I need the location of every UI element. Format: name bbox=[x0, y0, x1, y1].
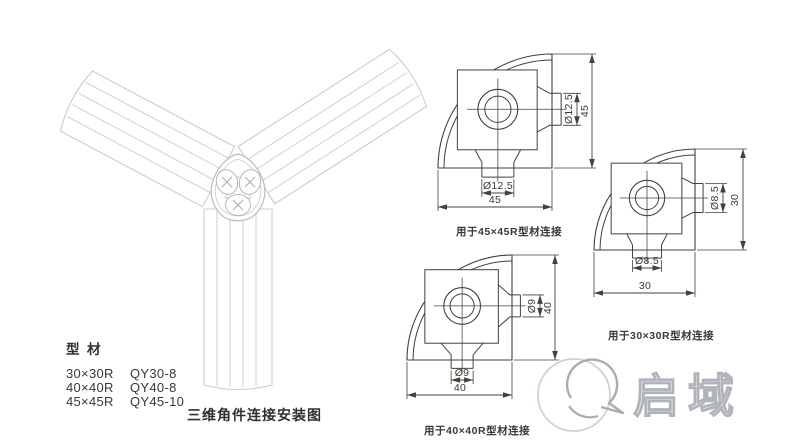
profile-spec: 30×30R bbox=[66, 366, 114, 381]
caption-30: 用于30×30R型材连接 bbox=[608, 330, 715, 342]
dim-bottom-overall-30: 30 bbox=[638, 280, 652, 292]
dim-side-hole-30: Ø8.5 bbox=[709, 186, 721, 210]
profile-table-title: 型 材 bbox=[66, 342, 101, 357]
caption-45: 用于45×45R型材连接 bbox=[456, 226, 563, 238]
dim-side-hole-45: Ø12.5 bbox=[563, 93, 575, 125]
profile-code: QY40-8 bbox=[130, 380, 177, 395]
profile-spec: 45×45R bbox=[66, 394, 114, 409]
dim-side-overall-45: 45 bbox=[579, 104, 591, 118]
dim-bottom-overall-45: 45 bbox=[488, 194, 502, 206]
table-row: 45×45R QY45-10 bbox=[66, 395, 184, 409]
dim-bottom-hole-40: Ø9 bbox=[454, 367, 470, 379]
profile-code: QY30-8 bbox=[130, 366, 177, 381]
bracket-drawing-30x30 bbox=[593, 148, 747, 297]
bracket-drawing-45x45 bbox=[437, 53, 596, 211]
isometric-corner-assembly-drawing bbox=[59, 48, 428, 390]
profile-spec: 40×40R bbox=[66, 380, 114, 395]
profile-code: QY45-10 bbox=[130, 394, 185, 409]
page-title: 三维角件连接安装图 bbox=[187, 407, 322, 423]
dim-bottom-hole-30: Ø8.5 bbox=[635, 255, 659, 267]
dim-side-overall-30: 30 bbox=[729, 193, 741, 207]
dim-side-overall-40: 40 bbox=[542, 301, 554, 315]
dim-side-hole-40: Ø9 bbox=[526, 298, 538, 314]
table-row: 40×40R QY40-8 bbox=[66, 381, 184, 395]
profile-table: 型 材 30×30R QY30-8 40×40R QY40-8 45×45R Q… bbox=[66, 338, 184, 409]
qiyu-logo-icon bbox=[537, 358, 625, 432]
caption-40: 用于40×40R型材连接 bbox=[424, 425, 531, 437]
logo-text: 启域 bbox=[632, 369, 743, 422]
table-row: 30×30R QY30-8 bbox=[66, 367, 184, 381]
bracket-drawing-40x40 bbox=[406, 254, 559, 399]
dim-bottom-overall-40: 40 bbox=[453, 382, 467, 394]
dim-bottom-hole-45: Ø12.5 bbox=[482, 180, 514, 192]
